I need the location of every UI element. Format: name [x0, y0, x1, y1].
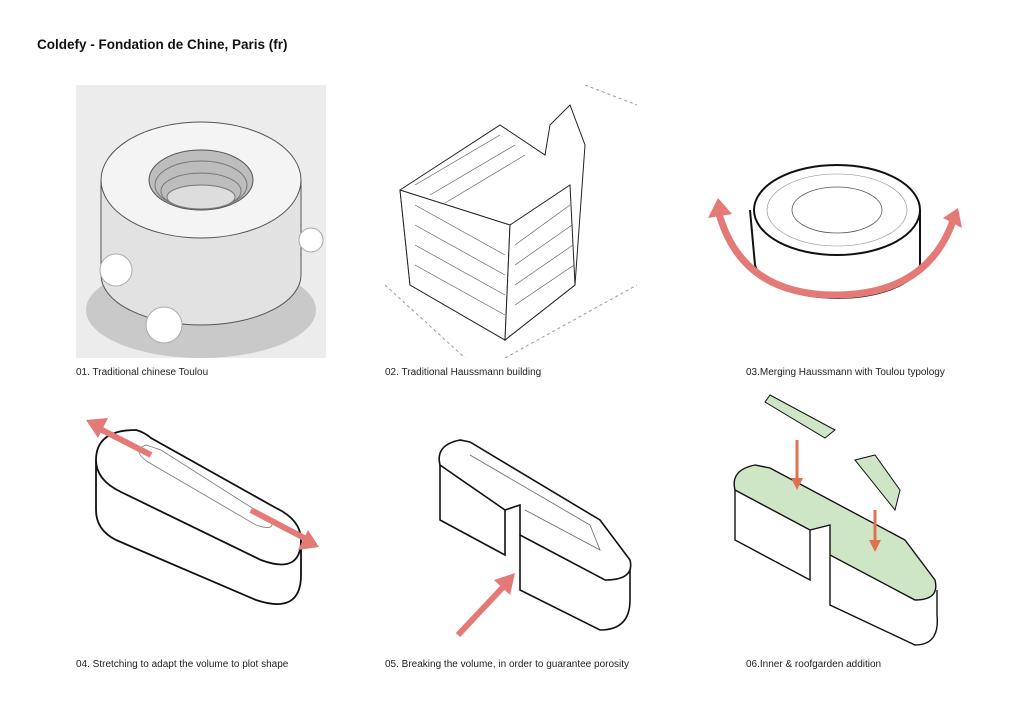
caption-step-01: 01. Traditional chinese Toulou [76, 367, 209, 378]
caption-step-06: 06.Inner & roofgarden addition [746, 659, 882, 670]
roofgarden-diagram [733, 394, 939, 646]
caption-step-03: 03.Merging Haussmann with Toulou typolog… [746, 367, 945, 378]
sheet-title: Coldefy - Fondation de Chine, Paris (fr) [37, 37, 288, 52]
caption-step-02: 02. Traditional Haussmann building [385, 367, 542, 378]
caption-step-05: 05. Breaking the volume, in order to gua… [385, 659, 630, 670]
toulou-rendering [76, 85, 326, 358]
stretched-volume-diagram [86, 418, 319, 605]
merged-ring-diagram [708, 164, 962, 299]
rotation-arrow [714, 209, 959, 299]
caption-step-04: 04. Stretching to adapt the volume to pl… [76, 659, 289, 670]
broken-volume-diagram [438, 439, 632, 638]
haussmann-drawing [385, 85, 637, 358]
